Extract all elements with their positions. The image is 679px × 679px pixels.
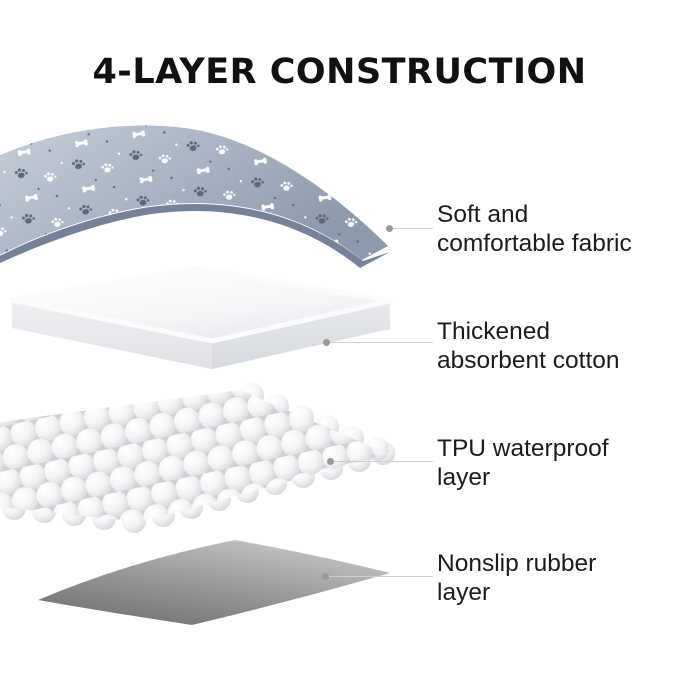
- page-title: 4-LAYER CONSTRUCTION: [92, 52, 587, 92]
- callout-label-rubber: Nonslip rubber layer: [437, 550, 597, 606]
- callout-line-rubber: [329, 576, 433, 577]
- rubber-layer-illustration: [38, 540, 390, 625]
- callout-line-tpu: [334, 461, 433, 462]
- callout-label-tpu: TPU waterproof layer: [437, 435, 609, 491]
- fabric-layer-illustration: [0, 125, 390, 268]
- callout-connector-cotton: [323, 339, 433, 346]
- callout-label-cotton: Thickened absorbent cotton: [437, 318, 620, 374]
- callout-dot-cotton: [323, 339, 330, 346]
- callout-dot-tpu: [327, 458, 334, 465]
- callout-connector-rubber: [322, 573, 433, 580]
- callout-connector-tpu: [327, 458, 433, 465]
- cotton-layer-illustration: [9, 265, 393, 369]
- callout-connector-fabric: [386, 225, 433, 232]
- tpu-layer-illustration: [0, 383, 395, 533]
- callout-line-fabric: [393, 228, 433, 229]
- callout-label-fabric: Soft and comfortable fabric: [437, 201, 632, 257]
- callout-dot-fabric: [386, 225, 393, 232]
- callout-dot-rubber: [322, 573, 329, 580]
- callout-line-cotton: [330, 342, 433, 343]
